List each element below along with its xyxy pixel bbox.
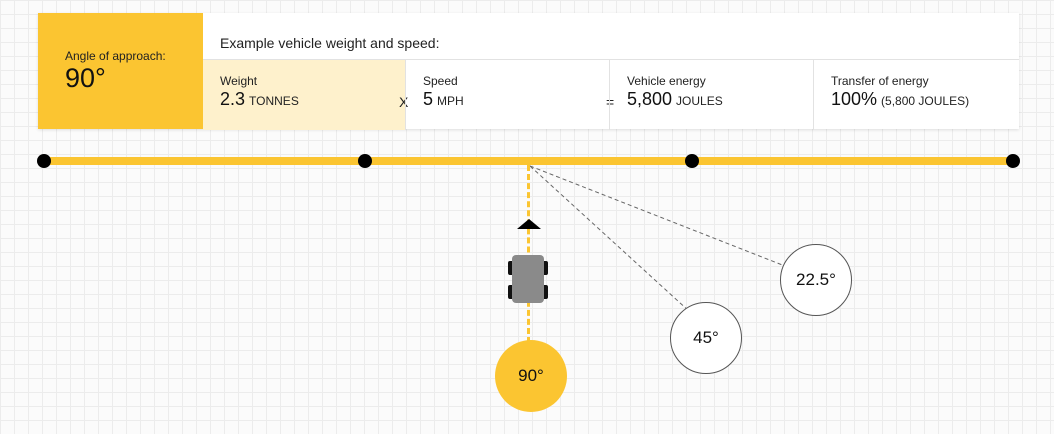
angle-label: Angle of approach: <box>65 49 166 63</box>
arrow-up-icon <box>517 219 541 229</box>
energy-value: 5,800 <box>627 89 673 109</box>
transfer-value: 100% <box>831 89 878 109</box>
angle-value: 90° <box>65 63 106 93</box>
weight-value: 2.3 <box>220 89 246 109</box>
angle-option-45[interactable]: 45° <box>670 302 742 374</box>
angle-summary: Angle of approach: 90° <box>38 13 203 129</box>
multiply-operator: X <box>399 94 409 110</box>
angle-option-22-5[interactable]: 22.5° <box>780 244 852 316</box>
weight-unit: TONNES <box>249 94 299 108</box>
transfer-cell: Transfer of energy 100%(5,800 JOULES) <box>813 60 1020 130</box>
energy-unit: JOULES <box>676 94 723 108</box>
barrier-track <box>44 157 1014 165</box>
car-icon <box>508 255 548 303</box>
ray-45 <box>529 165 691 313</box>
track-node <box>685 154 699 168</box>
speed-label: Speed <box>423 74 458 88</box>
example-title: Example vehicle weight and speed: <box>220 35 440 51</box>
transfer-unit: (5,800 JOULES) <box>881 94 970 108</box>
track-node <box>1006 154 1020 168</box>
ray-22-5 <box>529 165 791 269</box>
transfer-label: Transfer of energy <box>831 74 929 88</box>
angle-option-90[interactable]: 90° <box>495 340 567 412</box>
transfer-value-group: 100%(5,800 JOULES) <box>831 89 969 110</box>
speed-value: 5 <box>423 89 434 109</box>
energy-label: Vehicle energy <box>627 74 706 88</box>
equals-operator: = <box>606 94 615 110</box>
track-node <box>37 154 51 168</box>
approach-path <box>527 165 530 343</box>
track-node <box>358 154 372 168</box>
weight-label: Weight <box>220 74 258 88</box>
speed-unit: MPH <box>437 94 464 108</box>
info-panel: Angle of approach: 90° Example vehicle w… <box>38 13 1019 130</box>
